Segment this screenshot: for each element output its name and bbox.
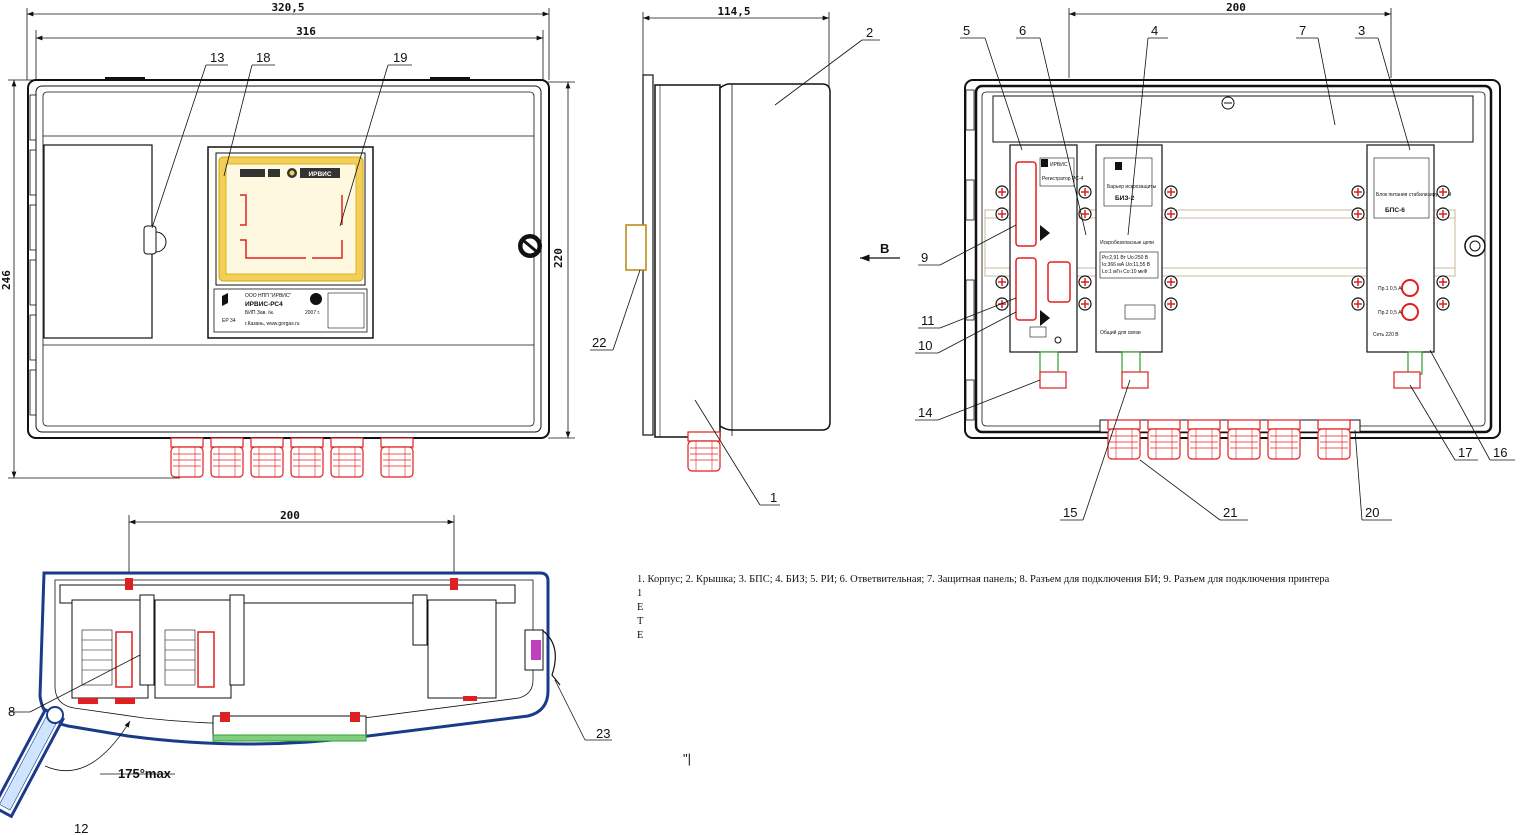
- callout-23: 23: [596, 726, 610, 741]
- callout-21: 21: [1223, 505, 1237, 520]
- dim-rail-top: 200: [280, 509, 300, 522]
- bps-pr2: Пр.2 0,5 А: [1378, 310, 1402, 316]
- biz-params2: Iо:366 мА Uо:11,55 В: [1102, 262, 1151, 268]
- biz-footer: Общий для связи: [1100, 329, 1141, 336]
- callout-leader-6: [1039, 37, 1087, 236]
- callout-leader-3: [1377, 37, 1411, 151]
- callout-leader-16: [1429, 349, 1491, 461]
- plate-line2: ЕР 34: [222, 318, 236, 324]
- callout-leader-11: [939, 297, 1017, 329]
- callout-1: 1: [770, 490, 777, 505]
- bps-footer: Сеть 220 В: [1373, 332, 1399, 338]
- biz-params: Ро:2,91 Вт Uо:250 В: [1102, 255, 1149, 261]
- plate-model: ИРВИС-РС4: [245, 301, 283, 308]
- callout-11: 11: [921, 313, 935, 328]
- legend-line-1: 1. Корпус; 2. Крышка; 3. БПС; 4. БИЗ; 5.…: [637, 574, 1330, 585]
- dim-depth: 114,5: [717, 5, 750, 18]
- biz-model: БИЗ-2: [1115, 195, 1135, 202]
- callout-leader-5: [984, 37, 1023, 151]
- open-view: 200 ИРВИС Регистратор РС-4: [964, 1, 1501, 460]
- callout-22: 22: [592, 335, 606, 350]
- callout-18: 18: [256, 50, 270, 65]
- stray-mark: "|: [683, 751, 691, 766]
- callout-8: 8: [8, 704, 15, 719]
- callout-3: 3: [1358, 23, 1365, 38]
- callout-leader-10: [937, 311, 1017, 354]
- biz-note: Искробезопасные цепи: [1100, 240, 1154, 246]
- dim-overall-width: 320,5: [271, 1, 304, 14]
- view-arrow-label: В: [880, 241, 889, 256]
- callout-19: 19: [393, 50, 407, 65]
- ri-title: Регистратор РС-4: [1042, 176, 1083, 182]
- biz-title: Барьер искрозащиты: [1107, 184, 1157, 190]
- top-view: 200: [0, 509, 612, 835]
- plate-line1: БИП Зав. №: [245, 310, 273, 316]
- legend-line-4: T: [637, 616, 644, 627]
- side-view: 114,5 В 2 22 1: [590, 5, 900, 506]
- legend-line-2: 1: [637, 588, 643, 599]
- plate-year: 2007 г.: [305, 310, 320, 316]
- dim-inner-width: 316: [296, 25, 316, 38]
- callout-leader-15: [1082, 379, 1131, 521]
- callout-leader-21: [1139, 459, 1221, 521]
- callout-13: 13: [210, 50, 224, 65]
- dim-rail-open: 200: [1226, 1, 1246, 14]
- callout-12: 12: [74, 821, 88, 835]
- callout-7: 7: [1299, 23, 1306, 38]
- callout-2: 2: [866, 25, 873, 40]
- callout-9: 9: [921, 250, 928, 265]
- display-brand: ИРВИС: [308, 171, 331, 178]
- callout-6: 6: [1019, 23, 1026, 38]
- bps-model: БПС-6: [1385, 207, 1405, 214]
- plate-company: ООО НПП "ИРВИС": [245, 293, 291, 299]
- parts-legend: 1. Корпус; 2. Крышка; 3. БПС; 4. БИЗ; 5.…: [637, 573, 1509, 663]
- callout-16: 16: [1493, 445, 1507, 460]
- callout-15: 15: [1063, 505, 1077, 520]
- open-view-callouts: 5 6 4 7 3 9 11 10 14 15 21 20 17 16: [915, 23, 1515, 521]
- ri-brand: ИРВИС: [1050, 162, 1068, 168]
- callout-leader-4: [1127, 37, 1149, 236]
- biz-params3: Lо:1 мГн Со:10 мкФ: [1102, 269, 1147, 275]
- callout-20: 20: [1365, 505, 1379, 520]
- dim-overall-height: 246: [0, 270, 13, 290]
- callout-leader-14: [937, 379, 1041, 421]
- callout-leader-17: [1409, 384, 1456, 461]
- legend-line-3: E: [637, 602, 644, 613]
- callout-4: 4: [1151, 23, 1158, 38]
- dim-inner-height: 220: [552, 248, 565, 268]
- bps-title: Блок питания стабилизирующий: [1376, 191, 1452, 198]
- callout-leader-9: [939, 224, 1017, 266]
- callout-5: 5: [963, 23, 970, 38]
- plate-line3: г.Казань, www.gorgas.ru: [245, 321, 300, 327]
- front-view: 320,5 316 246 220: [0, 1, 575, 479]
- callout-14: 14: [918, 405, 932, 420]
- bps-pr1: Пр.1 0,5 А: [1378, 286, 1402, 292]
- callout-leader-7: [1317, 37, 1336, 126]
- callout-17: 17: [1458, 445, 1472, 460]
- callout-10: 10: [918, 338, 932, 353]
- legend-line-5: E: [637, 630, 644, 641]
- callout-leader-20: [1354, 429, 1363, 521]
- dim-angle: 175°max: [118, 766, 172, 781]
